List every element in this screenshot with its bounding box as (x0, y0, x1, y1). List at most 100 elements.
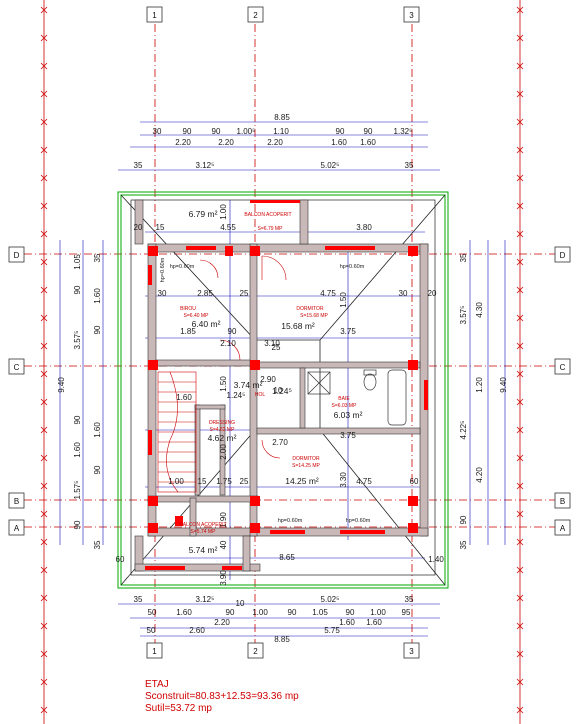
right-dim-in-2: 4.22⁵ (459, 421, 468, 440)
axis-grid (24, 24, 560, 643)
int-dim-34: 40 (219, 540, 228, 549)
floor-title: ETAJ (145, 679, 169, 690)
top-dim-1: 30 (153, 127, 162, 136)
int-dim-13: 2.10 (220, 339, 236, 348)
boundary-tick (40, 594, 48, 602)
bot-dim-r2a-1: 2.20 (214, 618, 230, 627)
boundary-tick (40, 314, 48, 322)
svg-text:B: B (560, 497, 565, 506)
room-area-dressing: 4.62 m² (208, 433, 237, 443)
int-dim-3: 15 (156, 223, 165, 232)
boundary-tick (40, 538, 48, 546)
left-dim-in-9: 90 (73, 520, 82, 529)
bot-dim-r1-8: 1.00 (370, 608, 386, 617)
top-dim-overall: 8.85 (274, 113, 290, 122)
int-dim-35: 3.90 (219, 570, 228, 586)
hp-label-4: hp=0.60m (346, 518, 371, 524)
boundary-tick (40, 342, 48, 350)
left-dimensions: 9.40 3.57⁵ 1.57⁵ 1.05 90 1.60 90 1.60 90… (57, 253, 102, 549)
int-dim-4: 30 (158, 289, 167, 298)
int-dim-2: 20 (134, 223, 143, 232)
top-dim-3: 90 (212, 127, 221, 136)
axis-bubble-1-top: 1 (146, 6, 163, 23)
bot-dim-overall: 8.85 (274, 635, 290, 644)
axis-bubble-2-bottom: 2 (247, 642, 264, 659)
top-dim-5: 1.10 (273, 127, 289, 136)
right-dim-mid-1: 4.30 (475, 302, 484, 318)
top-dim-r3-4: 35 (405, 161, 414, 170)
top-dim-r2-3: 2.20 (267, 138, 283, 147)
boundary-tick (40, 454, 48, 462)
boundary-tick (516, 426, 524, 434)
boundary-tick (40, 258, 48, 266)
room-name-balcony-bottom: BALCON ACOPERIT (179, 522, 226, 528)
top-dimensions: 8.85 30 90 90 1.00⁵ 1.10 90 90 1.32⁵ 2.2… (134, 113, 414, 170)
windows (145, 200, 428, 570)
right-dim-small-2: 90 (459, 515, 468, 524)
left-dim-in-7: 1.60 (73, 442, 82, 458)
left-dim-small-2: 35 (93, 540, 102, 549)
left-dim-outer: 9.40 (57, 377, 66, 393)
left-dim-in-4: 90 (93, 325, 102, 334)
right-dim-mid-3: 4.20 (475, 467, 484, 483)
boundary-tick (516, 174, 524, 182)
int-dim-5: 2.85 (197, 289, 213, 298)
svg-text:C: C (14, 363, 20, 372)
bot-dim-r2-3: 5.75 (324, 626, 340, 635)
bot-dim-r2a-2: 1.60 (339, 618, 355, 627)
boundary-tick (516, 370, 524, 378)
room-name-balcony-top: BALCON ACOPERIT (244, 212, 291, 218)
left-dim-in-6: 90 (73, 415, 82, 424)
axis-bubbles: 1 2 3 1 2 3 D C B A D C B A (8, 6, 571, 659)
usable-area: Sutil=53.72 mp (145, 703, 212, 714)
right-dim-small-1: 35 (459, 253, 468, 262)
svg-text:B: B (14, 497, 19, 506)
int-dim-19: 1.00 (168, 477, 184, 486)
int-dim-1: 3.80 (356, 223, 372, 232)
room-name-dressing: DRESSING (209, 420, 235, 426)
svg-text:3: 3 (409, 11, 414, 20)
right-dimensions: 9.40 4.30 1.20 4.20 3.57⁵ 4.22⁵ 35 90 35 (459, 253, 508, 549)
int-dim-8: 30 (399, 289, 408, 298)
int-dim-23: 4.75 (356, 477, 372, 486)
boundary-tick (516, 622, 524, 630)
int-dim-28: 1.00 (219, 204, 228, 220)
top-dim-r2-1: 2.20 (175, 138, 191, 147)
axis-bubble-C-left: C (8, 358, 25, 375)
axis-bubble-3-top: 3 (403, 6, 420, 23)
boundary-tick (516, 62, 524, 70)
roof-outline (117, 191, 449, 589)
top-dim-r3-2: 3.12⁵ (196, 161, 215, 170)
room-labels: 6.79 m² BALCON ACOPERIT S=6.79 MP BIROU … (179, 209, 362, 555)
room-surface-balcony-bottom: S=5.74 MP (191, 529, 217, 535)
bot-dim-r3-4: 5.02⁵ (321, 595, 340, 604)
hp-label-3: hp=0.60m (278, 518, 303, 524)
int-dim-15: 2.90 (260, 375, 276, 384)
room-name-bedroom-2: DORMITOR (292, 456, 320, 462)
axis-bubble-1-bottom: 1 (146, 642, 163, 659)
axis-bubble-D-right: D (554, 246, 571, 263)
boundary-tick (516, 594, 524, 602)
boundary-tick (40, 146, 48, 154)
int-dim-38: 1.50 (339, 292, 348, 308)
boundary-tick (516, 314, 524, 322)
structural-columns (148, 246, 418, 533)
boundary-tick (516, 454, 524, 462)
svg-text:D: D (14, 251, 20, 260)
room-surface-office: S=6.40 MP (184, 313, 210, 319)
boundary-tick (516, 146, 524, 154)
boundary-tick (516, 6, 524, 14)
svg-text:3: 3 (409, 647, 414, 656)
boundary-tick (516, 706, 524, 714)
left-dim-in-2: 90 (73, 285, 82, 294)
boundary-tick (40, 566, 48, 574)
boundary-tick (40, 90, 48, 98)
int-dim-16: 1.60 (176, 393, 192, 402)
left-dim-mid-2: 1.57⁵ (73, 481, 82, 500)
built-area: Sconstruit=80.83+12.53=93.36 mp (145, 691, 299, 702)
bot-dim-r1-3: 90 (226, 608, 235, 617)
boundary-tick (40, 678, 48, 686)
boundary-tick (40, 174, 48, 182)
int-dim-32: 25 (272, 343, 281, 352)
axis-bubble-B-left: B (8, 492, 25, 509)
